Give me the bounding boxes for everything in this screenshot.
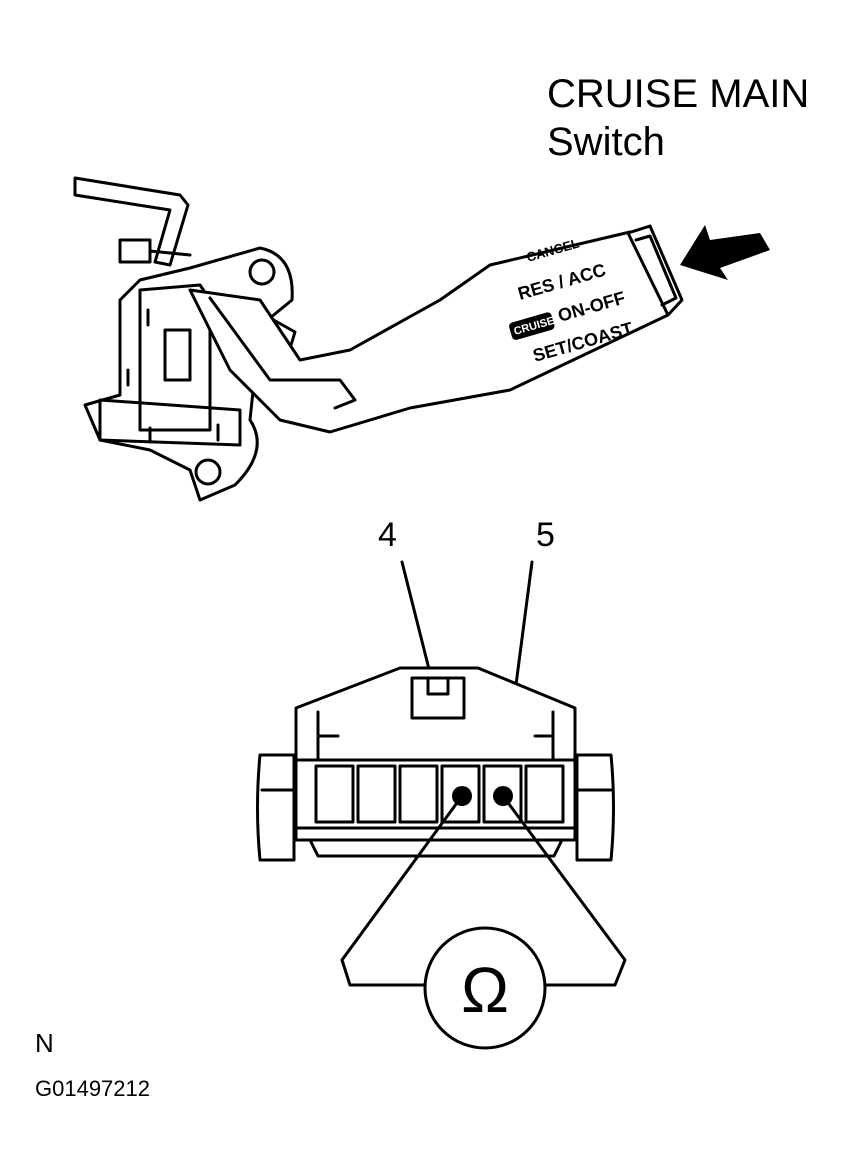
meter-lead-left — [340, 794, 464, 987]
terminal-5-label: 5 — [536, 516, 555, 554]
terminal-4-label: 4 — [378, 516, 397, 554]
title-line2: Switch — [547, 120, 665, 164]
cruise-stalk: CANCEL RES / ACC CRUISE ON-OFF SET/COAST — [188, 224, 684, 434]
ohmmeter-icon: Ω — [423, 926, 547, 1050]
meter-lead-right — [501, 794, 627, 987]
push-arrow-icon — [680, 225, 770, 280]
title-line1: CRUISE MAIN — [547, 72, 809, 116]
footer-letter: N — [35, 1028, 54, 1058]
ohm-symbol: Ω — [461, 954, 509, 1026]
cruise-badge — [509, 312, 555, 340]
figure-code: G01497212 — [35, 1076, 150, 1101]
